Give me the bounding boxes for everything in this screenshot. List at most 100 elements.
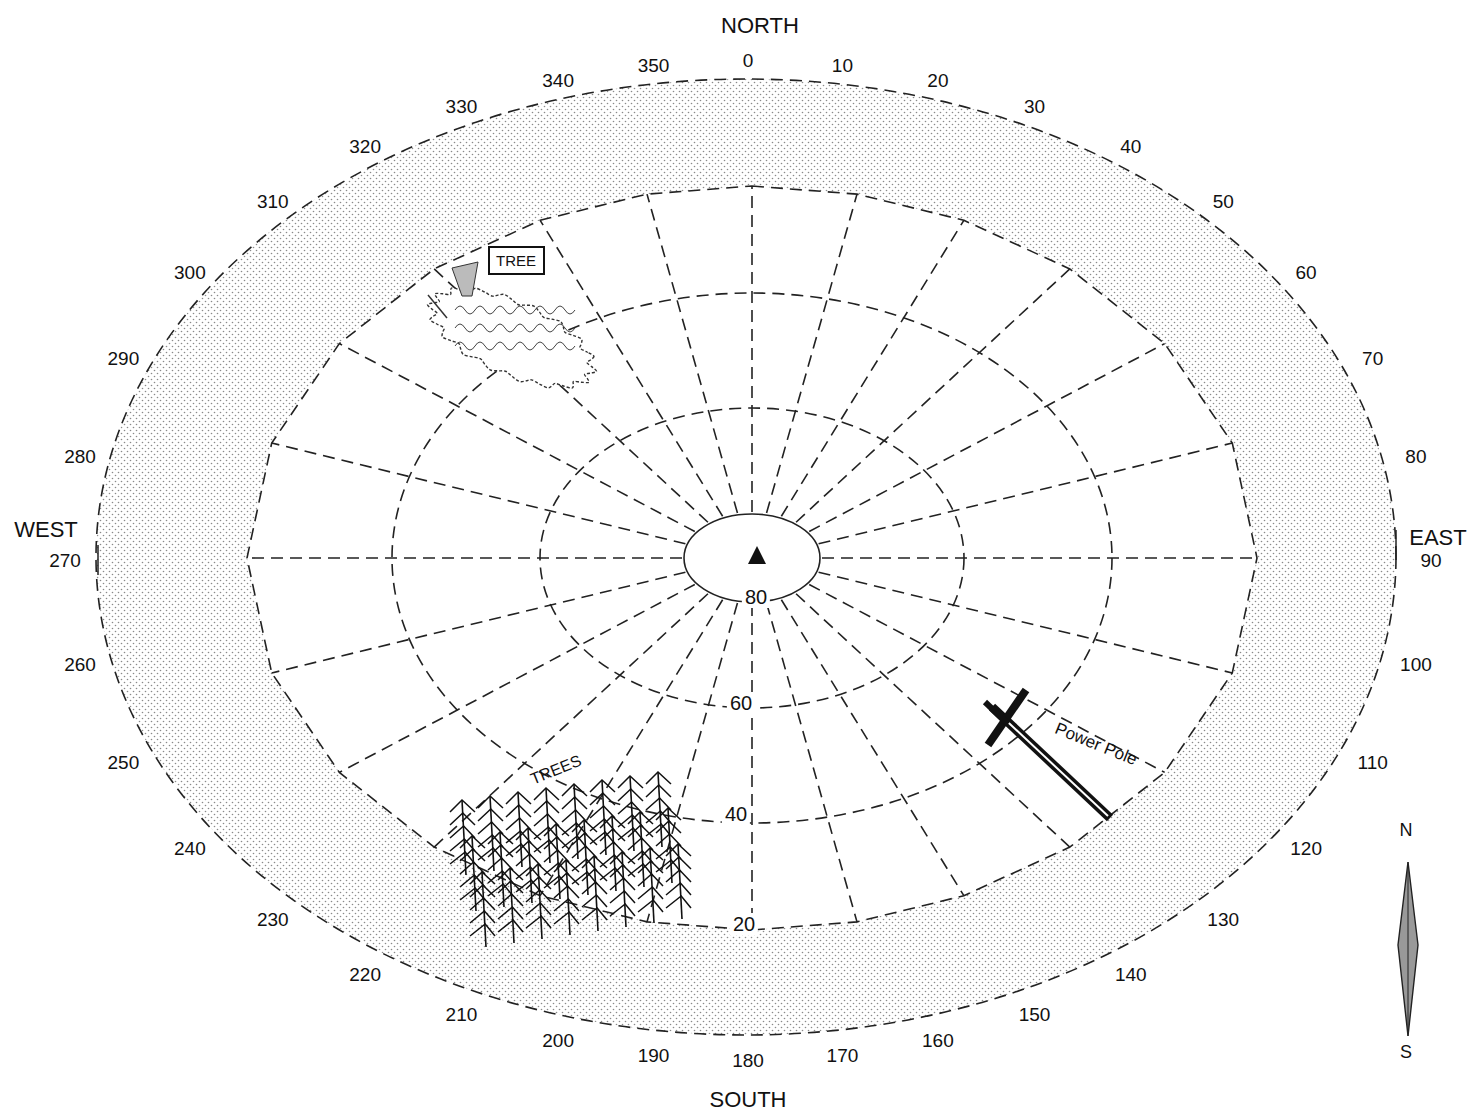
tree-texture bbox=[515, 342, 535, 350]
tree-texture bbox=[475, 342, 495, 350]
azimuth-label: 190 bbox=[638, 1046, 670, 1065]
azimuth-label: 280 bbox=[64, 446, 96, 465]
azimuth-label: 210 bbox=[446, 1004, 478, 1023]
altitude-label: 60 bbox=[727, 692, 755, 714]
azimuth-line bbox=[647, 194, 737, 513]
tree-texture bbox=[555, 306, 575, 314]
azimuth-line bbox=[819, 443, 1233, 544]
tree-texture bbox=[495, 324, 515, 332]
conifer bbox=[554, 860, 579, 935]
azimuth-label: 270 bbox=[49, 551, 81, 570]
tree-texture bbox=[495, 306, 515, 314]
direction-label: SOUTH bbox=[710, 1089, 787, 1111]
tree-canopy bbox=[428, 288, 597, 388]
tree-texture bbox=[555, 324, 575, 332]
tick bbox=[97, 545, 99, 575]
tree-texture bbox=[535, 306, 555, 314]
azimuth-line bbox=[781, 600, 963, 896]
azimuth-line bbox=[247, 557, 682, 559]
direction-label: EAST bbox=[1409, 527, 1466, 549]
azimuth-label: 70 bbox=[1362, 348, 1383, 367]
altitude-label: 40 bbox=[722, 803, 750, 825]
tree-texture bbox=[475, 306, 495, 314]
azimuth-label: 220 bbox=[349, 965, 381, 984]
azimuth-line bbox=[796, 269, 1070, 522]
azimuth-line bbox=[751, 604, 753, 930]
azimuth-line bbox=[272, 572, 686, 673]
tree-tag: TREE bbox=[488, 246, 545, 275]
azimuth-label: 0 bbox=[743, 51, 754, 70]
azimuth-label: 230 bbox=[257, 910, 289, 929]
tree-texture bbox=[455, 306, 475, 314]
compass-letter: S bbox=[1400, 1043, 1412, 1061]
tree-texture bbox=[495, 342, 515, 350]
crossarm bbox=[988, 690, 1026, 745]
conifer bbox=[470, 872, 495, 947]
power-pole bbox=[994, 709, 1108, 816]
azimuth-label: 150 bbox=[1019, 1004, 1051, 1023]
azimuth-label: 160 bbox=[922, 1031, 954, 1050]
azimuth-line bbox=[809, 585, 1164, 773]
azimuth-label: 130 bbox=[1207, 910, 1239, 929]
tree-label: TREE bbox=[490, 248, 543, 273]
azimuth-line bbox=[767, 603, 857, 922]
azimuth-label: 200 bbox=[542, 1031, 574, 1050]
azimuth-label: 20 bbox=[927, 70, 948, 89]
conifer bbox=[582, 856, 607, 931]
conifer bbox=[638, 848, 663, 923]
tree-texture bbox=[555, 342, 575, 350]
azimuth-label: 50 bbox=[1213, 191, 1234, 210]
conifer bbox=[610, 852, 635, 927]
azimuth-label: 100 bbox=[1400, 655, 1432, 674]
azimuth-line bbox=[767, 194, 857, 513]
north-arrow bbox=[1408, 862, 1409, 1036]
conifer bbox=[498, 868, 523, 943]
azimuth-label: 60 bbox=[1296, 262, 1317, 281]
azimuth-label: 340 bbox=[542, 70, 574, 89]
observer-marker bbox=[748, 546, 766, 564]
tree-texture bbox=[515, 306, 535, 314]
horizon-boundary bbox=[247, 186, 1257, 930]
azimuth-label: 40 bbox=[1120, 136, 1141, 155]
power-pole bbox=[992, 707, 1110, 818]
outer-ring bbox=[96, 79, 1396, 1035]
azimuth-line bbox=[540, 600, 722, 896]
azimuth-line bbox=[781, 220, 963, 516]
azimuth-label: 320 bbox=[349, 136, 381, 155]
azimuth-label: 350 bbox=[638, 55, 670, 74]
direction-label: WEST bbox=[14, 519, 78, 541]
compass-letter: N bbox=[1400, 821, 1413, 839]
altitude-label: 80 bbox=[742, 586, 770, 608]
azimuth-line bbox=[434, 594, 708, 847]
azimuth-label: 170 bbox=[827, 1046, 859, 1065]
tree-texture bbox=[455, 324, 475, 332]
azimuth-label: 90 bbox=[1420, 551, 1441, 570]
azimuth-label: 30 bbox=[1024, 97, 1045, 116]
north-arrow bbox=[1398, 862, 1418, 1036]
azimuth-label: 80 bbox=[1405, 446, 1426, 465]
azimuth-label: 260 bbox=[64, 655, 96, 674]
azimuth-label: 310 bbox=[257, 191, 289, 210]
crossarm bbox=[985, 702, 1008, 724]
tree-texture bbox=[535, 342, 555, 350]
azimuth-label: 240 bbox=[174, 839, 206, 858]
tree-edge bbox=[428, 295, 447, 318]
azimuth-label: 330 bbox=[446, 97, 478, 116]
azimuth-line bbox=[796, 594, 1070, 847]
azimuth-line bbox=[822, 557, 1257, 559]
azimuth-line bbox=[647, 603, 737, 922]
azimuth-label: 300 bbox=[174, 262, 206, 281]
azimuth-line bbox=[751, 186, 753, 512]
azimuth-label: 10 bbox=[832, 55, 853, 74]
tree-shadow bbox=[452, 262, 478, 296]
azimuth-label: 120 bbox=[1290, 839, 1322, 858]
tree-texture bbox=[475, 324, 495, 332]
tree-texture bbox=[455, 342, 475, 350]
tree-texture bbox=[535, 324, 555, 332]
tick bbox=[1395, 530, 1397, 560]
conifer bbox=[666, 844, 691, 919]
altitude-label: 20 bbox=[730, 913, 758, 935]
conifer bbox=[526, 864, 551, 939]
azimuth-label: 180 bbox=[732, 1051, 764, 1070]
